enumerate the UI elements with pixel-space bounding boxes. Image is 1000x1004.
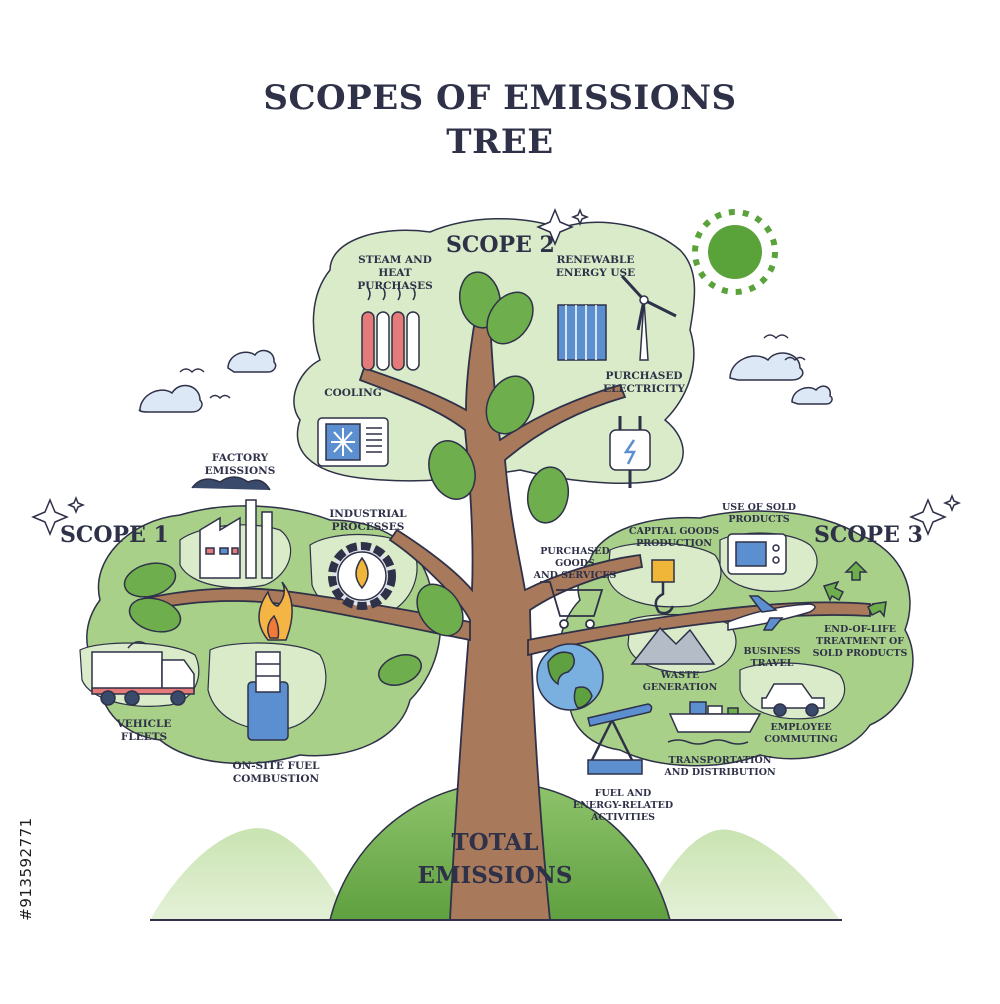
oil-pump-icon [587, 703, 653, 775]
label-use-of-sold-products: USE OF SOLD PRODUCTS [721, 502, 797, 525]
background-hills [150, 781, 840, 921]
label-end-of-life: END-OF-LIFE TREATMENT OF SOLD PRODUCTS [812, 624, 908, 659]
total-emissions-label: TOTAL EMISSIONS [417, 829, 573, 889]
airplane-icon [727, 595, 816, 631]
label-fuel-energy: FUEL AND ENERGY-RELATED ACTIVITIES [572, 788, 674, 823]
car-icon [761, 683, 825, 717]
stock-id-text: #913592771 [17, 817, 35, 921]
cloud-icons [138, 349, 833, 413]
recycle-icon [822, 560, 887, 618]
bird-icons [179, 334, 806, 400]
globe-icon [536, 643, 604, 711]
burner-flame-icon [247, 581, 293, 741]
label-factory-emissions: FACTORY EMISSIONS [204, 452, 276, 477]
label-purchased-electricity: PURCHASED ELECTRICITY [603, 370, 685, 395]
microwave-icon [727, 533, 787, 575]
label-waste-generation: WASTE GENERATION [642, 670, 718, 693]
trunk-leaves [123, 271, 570, 686]
scope-1-heading: SCOPE 1 [60, 522, 169, 548]
label-renewable-energy: RENEWABLE ENERGY USE [555, 254, 636, 279]
factory-icon [191, 476, 273, 579]
label-capital-goods: CAPITAL GOODS PRODUCTION [628, 526, 720, 549]
label-steam-heat: STEAM AND HEAT PURCHASES [357, 254, 433, 292]
scope-3-heading: SCOPE 3 [814, 522, 923, 548]
scope-2-heading: SCOPE 2 [446, 232, 555, 258]
hydro-wind-icon [557, 274, 677, 361]
label-vehicle-fleets: VEHICLE FLEETS [116, 718, 172, 743]
sparkle-icons [31, 207, 962, 536]
label-cooling: COOLING [324, 387, 382, 399]
radiator-icon [361, 287, 420, 371]
title-line-2: TREE [446, 122, 554, 162]
shopping-cart-icon [540, 581, 604, 629]
ship-icon [667, 701, 762, 745]
label-purchased-goods: PURCHASED GOODS AND SERVICES [533, 546, 617, 581]
waste-pile-icon [630, 626, 716, 665]
gear-drop-icon [328, 542, 396, 610]
plug-icon [609, 416, 651, 488]
ac-unit-icon [317, 417, 389, 467]
label-business-travel: BUSINESS TRAVEL [743, 646, 801, 669]
truck-icon [91, 641, 195, 706]
label-on-site-fuel: ON-SITE FUEL COMBUSTION [232, 760, 320, 785]
stock-id-watermark: #913592771 [4, 770, 35, 970]
crane-hook-icon [651, 559, 675, 615]
title-line-1: SCOPES OF EMISSIONS [263, 78, 737, 118]
label-transportation: TRANSPORTATION AND DISTRIBUTION [664, 755, 776, 778]
label-industrial-processes: INDUSTRIAL PROCESSES [329, 508, 407, 533]
sun-icon [692, 209, 778, 295]
label-employee-commuting: EMPLOYEE COMMUTING [764, 722, 838, 745]
